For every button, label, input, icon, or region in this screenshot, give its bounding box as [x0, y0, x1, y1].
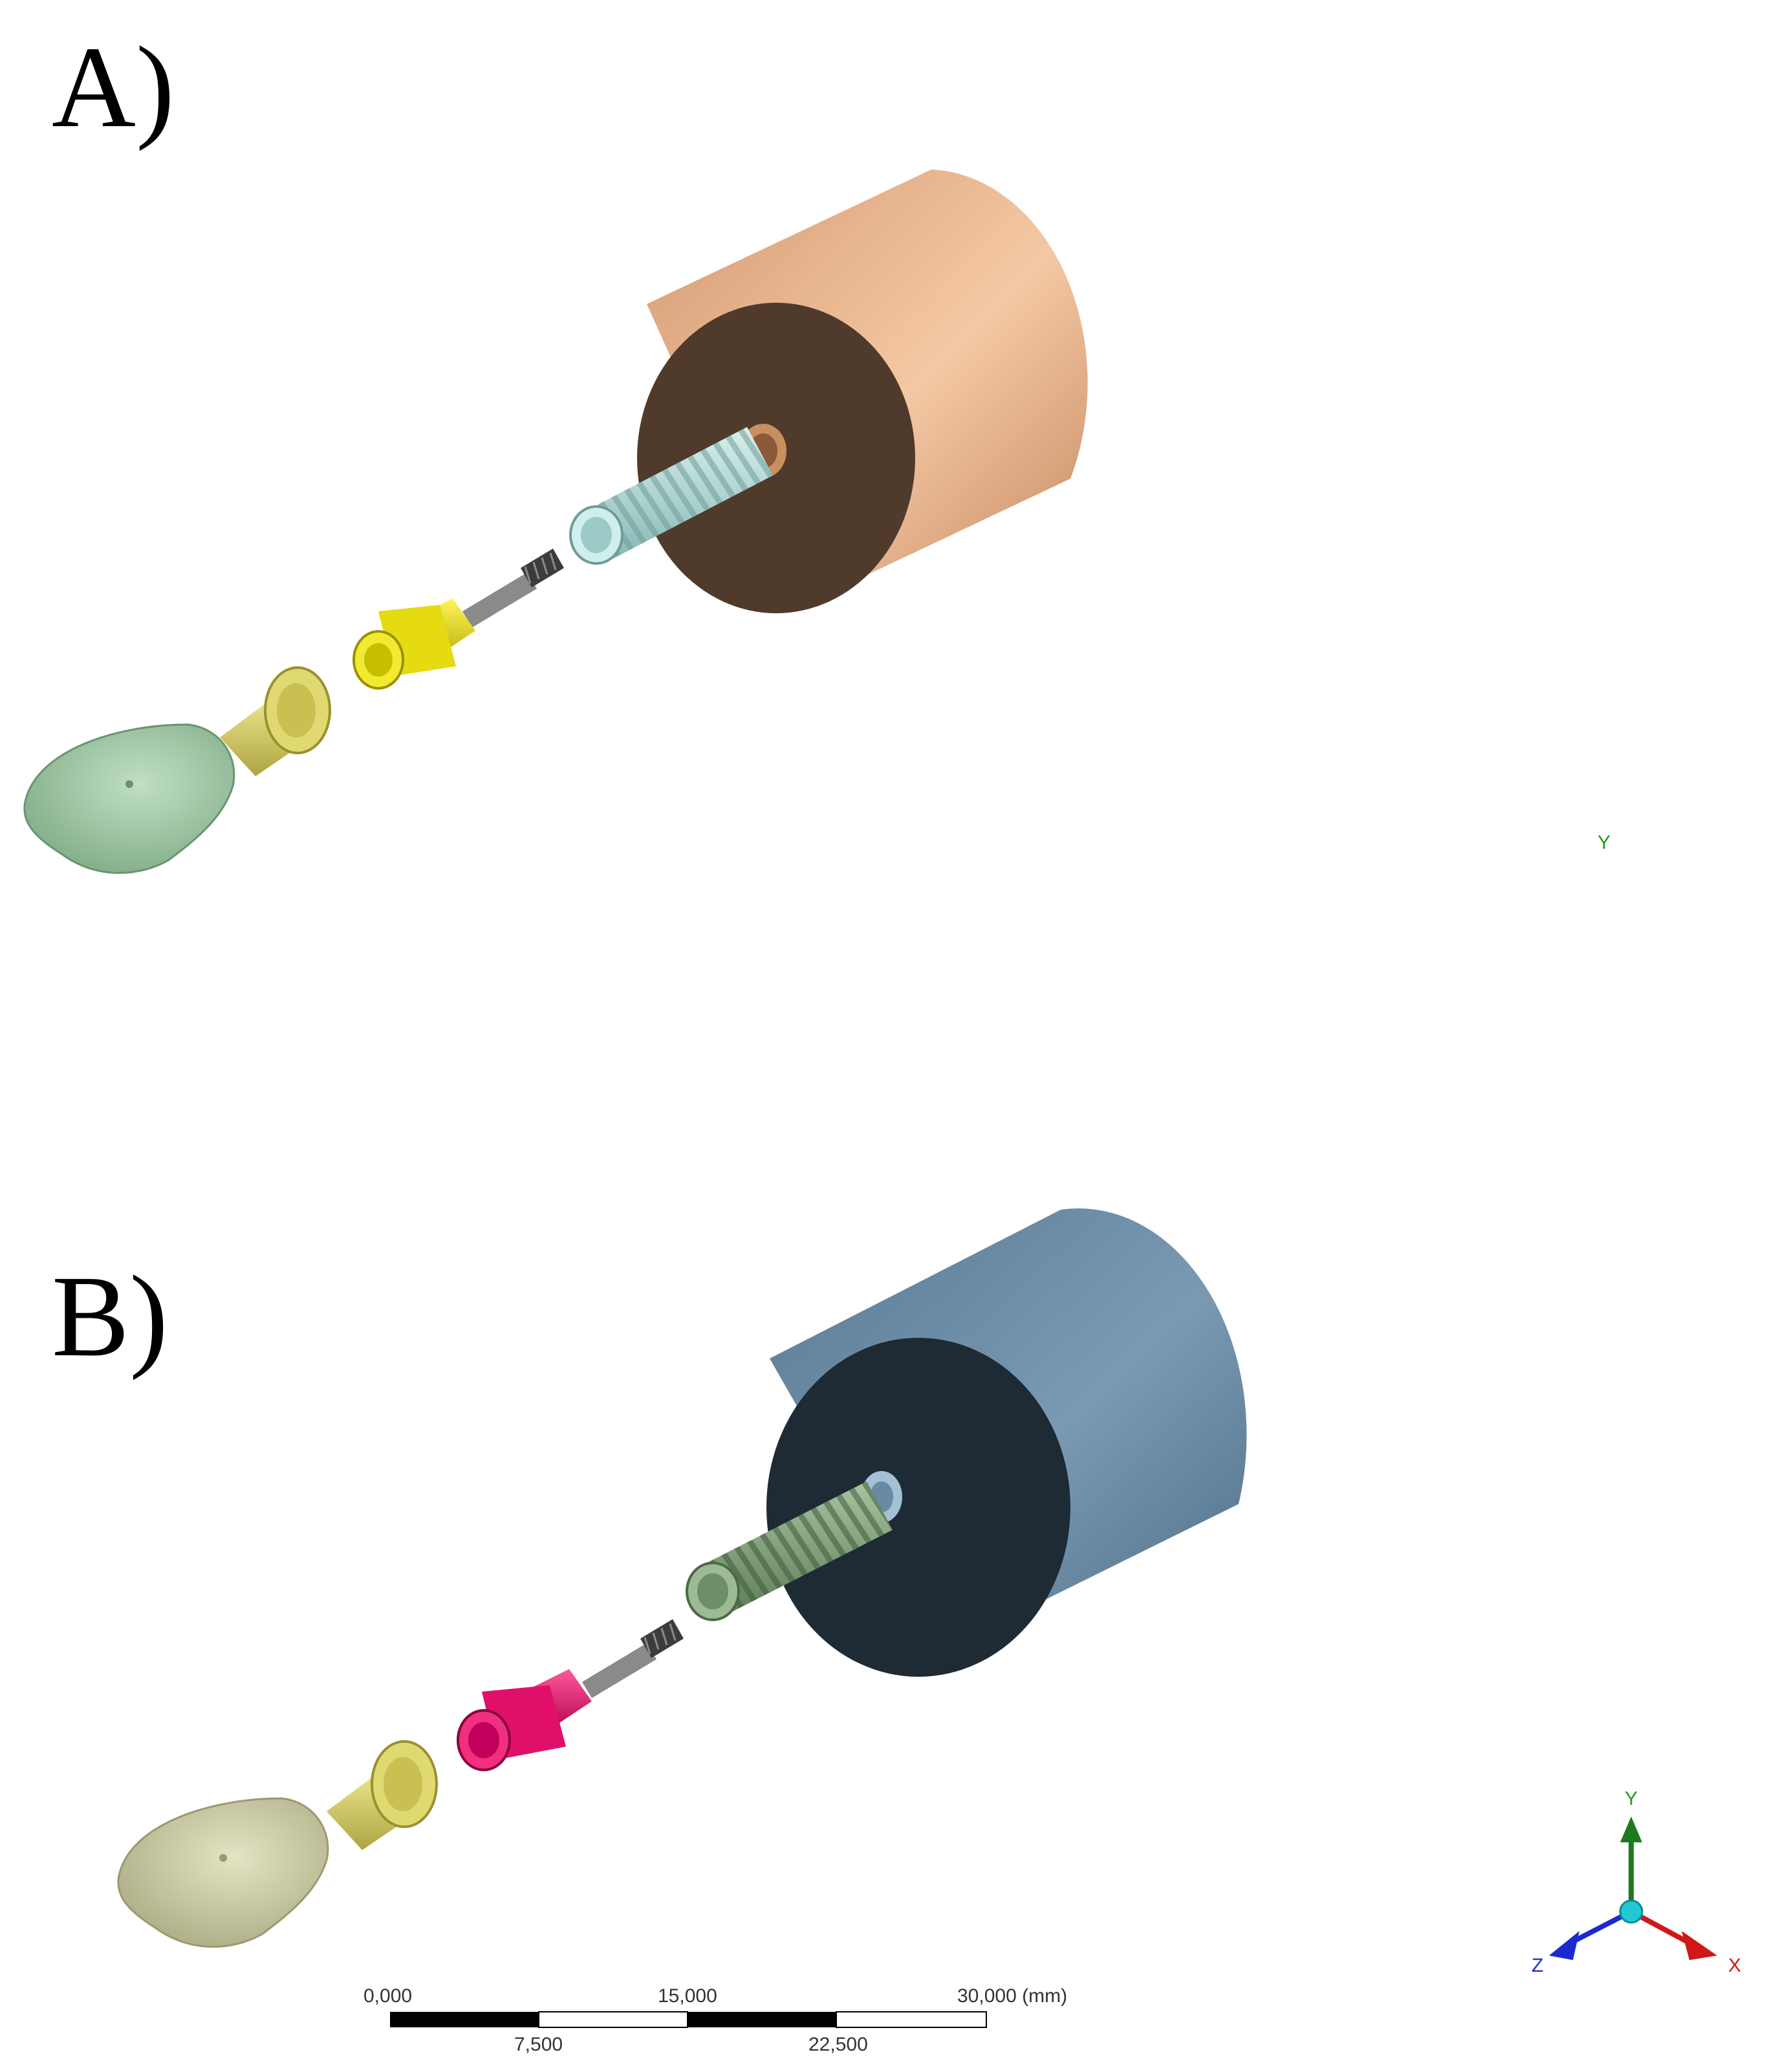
bone-block-a: [637, 169, 1088, 613]
scale-label-15000: 15,000: [658, 1985, 717, 2007]
coping-b: [327, 1740, 438, 1850]
bone-block-b: [766, 1208, 1247, 1677]
scale-segment-3: [688, 2012, 836, 2027]
implant-a: [569, 427, 773, 565]
panel-b: B): [52, 1208, 1247, 1948]
abutment-b: [457, 1669, 592, 1771]
triad-origin: [1619, 1899, 1643, 1924]
scale-bar: 0,000 15,000 30,000 (mm) 7,500 22,500: [363, 1985, 1067, 2055]
scale-label-30000: 30,000 (mm): [957, 1985, 1067, 2007]
scale-label-7500: 7,500: [514, 2034, 563, 2055]
crown-b: [117, 1797, 329, 1948]
triad-x-arrowhead: [1682, 1931, 1717, 1960]
scale-segment-4: [836, 2011, 987, 2028]
triad-y-arrowhead: [1620, 1816, 1642, 1842]
stray-axis-label: Y: [1598, 832, 1610, 853]
triad-y-label: Y: [1625, 1788, 1638, 1809]
scale-label-0: 0,000: [363, 1985, 412, 2007]
panel-b-label: B): [52, 1252, 168, 1380]
scale-label-22500: 22,500: [808, 2034, 868, 2055]
scale-segment-1: [390, 2012, 539, 2027]
coping-a: [220, 666, 331, 776]
triad-z-arrowhead: [1549, 1931, 1579, 1960]
panel-a: A): [23, 23, 1088, 874]
crown-a: [23, 723, 235, 874]
abutment-a: [352, 598, 475, 690]
scale-segment-2: [538, 2011, 688, 2028]
panel-a-label: A): [52, 23, 175, 151]
triad-z-label: Z: [1532, 1955, 1543, 1976]
axis-triad: Y X Z: [1532, 1788, 1741, 1976]
screw-a: [462, 549, 564, 627]
implant-b: [686, 1481, 893, 1621]
triad-x-label: X: [1728, 1955, 1741, 1976]
screw-b: [582, 1619, 684, 1698]
